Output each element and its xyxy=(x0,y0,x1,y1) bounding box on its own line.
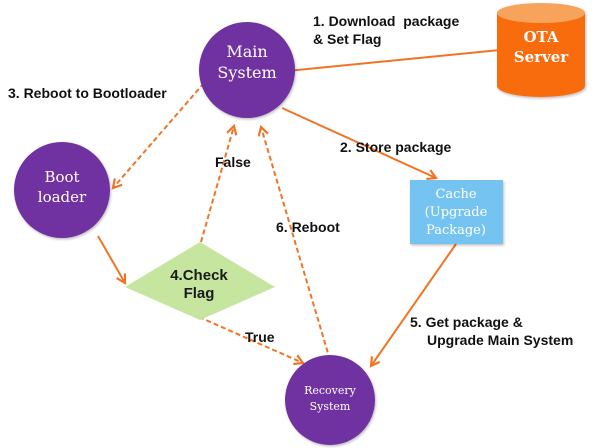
cache-label-line3: Package) xyxy=(426,223,486,238)
recovery-system-label-line1: Recovery xyxy=(304,384,357,397)
node-bootloader: Boot loader xyxy=(14,142,110,238)
bootloader-circle xyxy=(14,142,110,238)
edge-ota-to-main xyxy=(274,49,501,77)
edge-labels: 1. Download package & Set Flag 2. Store … xyxy=(8,13,573,348)
recovery-system-circle xyxy=(285,355,375,445)
cache-box xyxy=(410,180,503,244)
bootloader-label-line1: Boot xyxy=(44,168,79,186)
label-step6: 6. Reboot xyxy=(276,219,340,235)
node-recovery-system: Recovery System xyxy=(285,355,375,445)
cache-label-line2: (Upgrade xyxy=(425,205,488,220)
edge-main-to-bootloader xyxy=(111,82,205,190)
ota-server-label-line1: OTA xyxy=(523,28,558,46)
edge-recovery-to-main-reboot xyxy=(257,124,331,361)
label-step5-line2: Upgrade Main System xyxy=(427,332,573,348)
label-step2: 2. Store package xyxy=(340,139,451,155)
label-false: False xyxy=(215,154,251,170)
edge-bootloader-to-checkflag xyxy=(97,235,127,285)
check-flag-label-line1: 4.Check xyxy=(170,267,228,284)
label-step1-line1: 1. Download package xyxy=(313,13,459,29)
ota-server-top xyxy=(497,3,585,23)
label-step5-line1: 5. Get package & xyxy=(410,314,523,330)
main-system-label-line2: System xyxy=(217,63,276,82)
ota-server-label-line2: Server xyxy=(514,48,570,66)
edge-checkflag-to-recovery-true xyxy=(198,316,305,366)
node-ota-server: OTA Server xyxy=(497,3,585,97)
node-cache: Cache (Upgrade Package) xyxy=(410,180,503,244)
check-flag-diamond xyxy=(125,242,275,320)
label-true: True xyxy=(245,329,275,345)
label-step3: 3. Reboot to Bootloader xyxy=(8,85,167,101)
recovery-system-label-line2: System xyxy=(310,400,351,413)
label-step1-line2: & Set Flag xyxy=(313,31,381,47)
bootloader-label-line2: loader xyxy=(38,188,87,206)
ota-server-body xyxy=(497,13,585,97)
node-check-flag: 4.Check Flag xyxy=(125,242,275,320)
edges xyxy=(97,49,501,368)
cache-label-line1: Cache xyxy=(435,187,476,202)
edge-main-to-cache xyxy=(281,107,438,180)
main-system-circle xyxy=(199,22,295,118)
node-main-system: Main System xyxy=(199,22,295,118)
edge-cache-to-recovery xyxy=(369,243,457,368)
edge-checkflag-to-main-false xyxy=(200,123,238,243)
check-flag-label-line2: Flag xyxy=(184,285,215,302)
main-system-label-line1: Main xyxy=(226,42,267,61)
